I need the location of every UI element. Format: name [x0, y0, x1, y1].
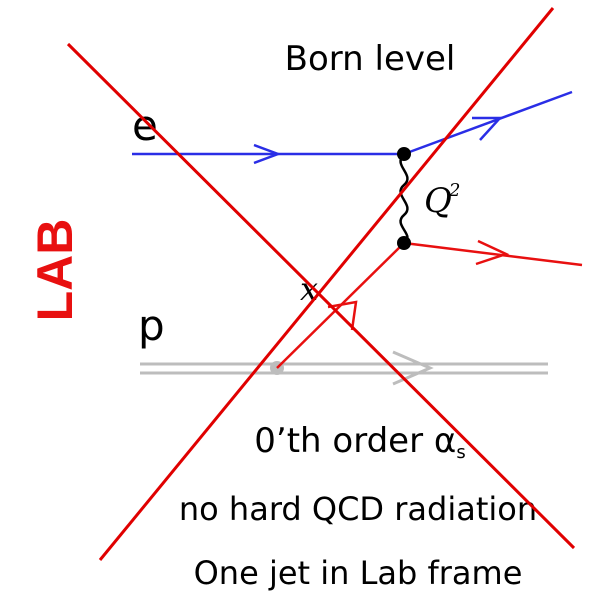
electron-vertex	[397, 147, 411, 161]
incoming-quark-arrow-icon	[327, 300, 358, 331]
caption-jet: One jet in Lab frame	[194, 554, 523, 592]
outgoing-quark	[403, 239, 583, 267]
cross-out-mark	[66, 7, 576, 561]
caption-radiation: no hard QCD radiation	[179, 490, 537, 528]
outgoing-electron-arrow-icon	[472, 116, 503, 141]
proton-arrow-icon	[392, 350, 434, 386]
proton-label: p	[138, 301, 165, 350]
incoming-quark	[276, 242, 405, 369]
caption-order-alpha: α	[434, 421, 456, 461]
proton-beam	[140, 350, 548, 386]
virtuality-label: Q 2	[424, 180, 460, 221]
virtuality-exponent: 2	[448, 180, 460, 201]
outgoing-quark-arrow-icon	[475, 239, 510, 266]
caption-order-subscript: s	[456, 442, 465, 463]
quark-vertex	[397, 236, 411, 250]
incoming-electron-arrow-icon	[253, 143, 282, 165]
electron-label: e	[132, 101, 158, 150]
virtual-photon	[399, 154, 409, 245]
frame-label: LAB	[27, 219, 83, 322]
caption-order-prefix: 0’th order	[254, 421, 434, 461]
caption-order: 0’th order αs	[254, 421, 465, 463]
diagram-title: Born level	[285, 39, 456, 79]
outgoing-electron	[403, 90, 573, 156]
virtuality-symbol: Q	[424, 181, 452, 221]
